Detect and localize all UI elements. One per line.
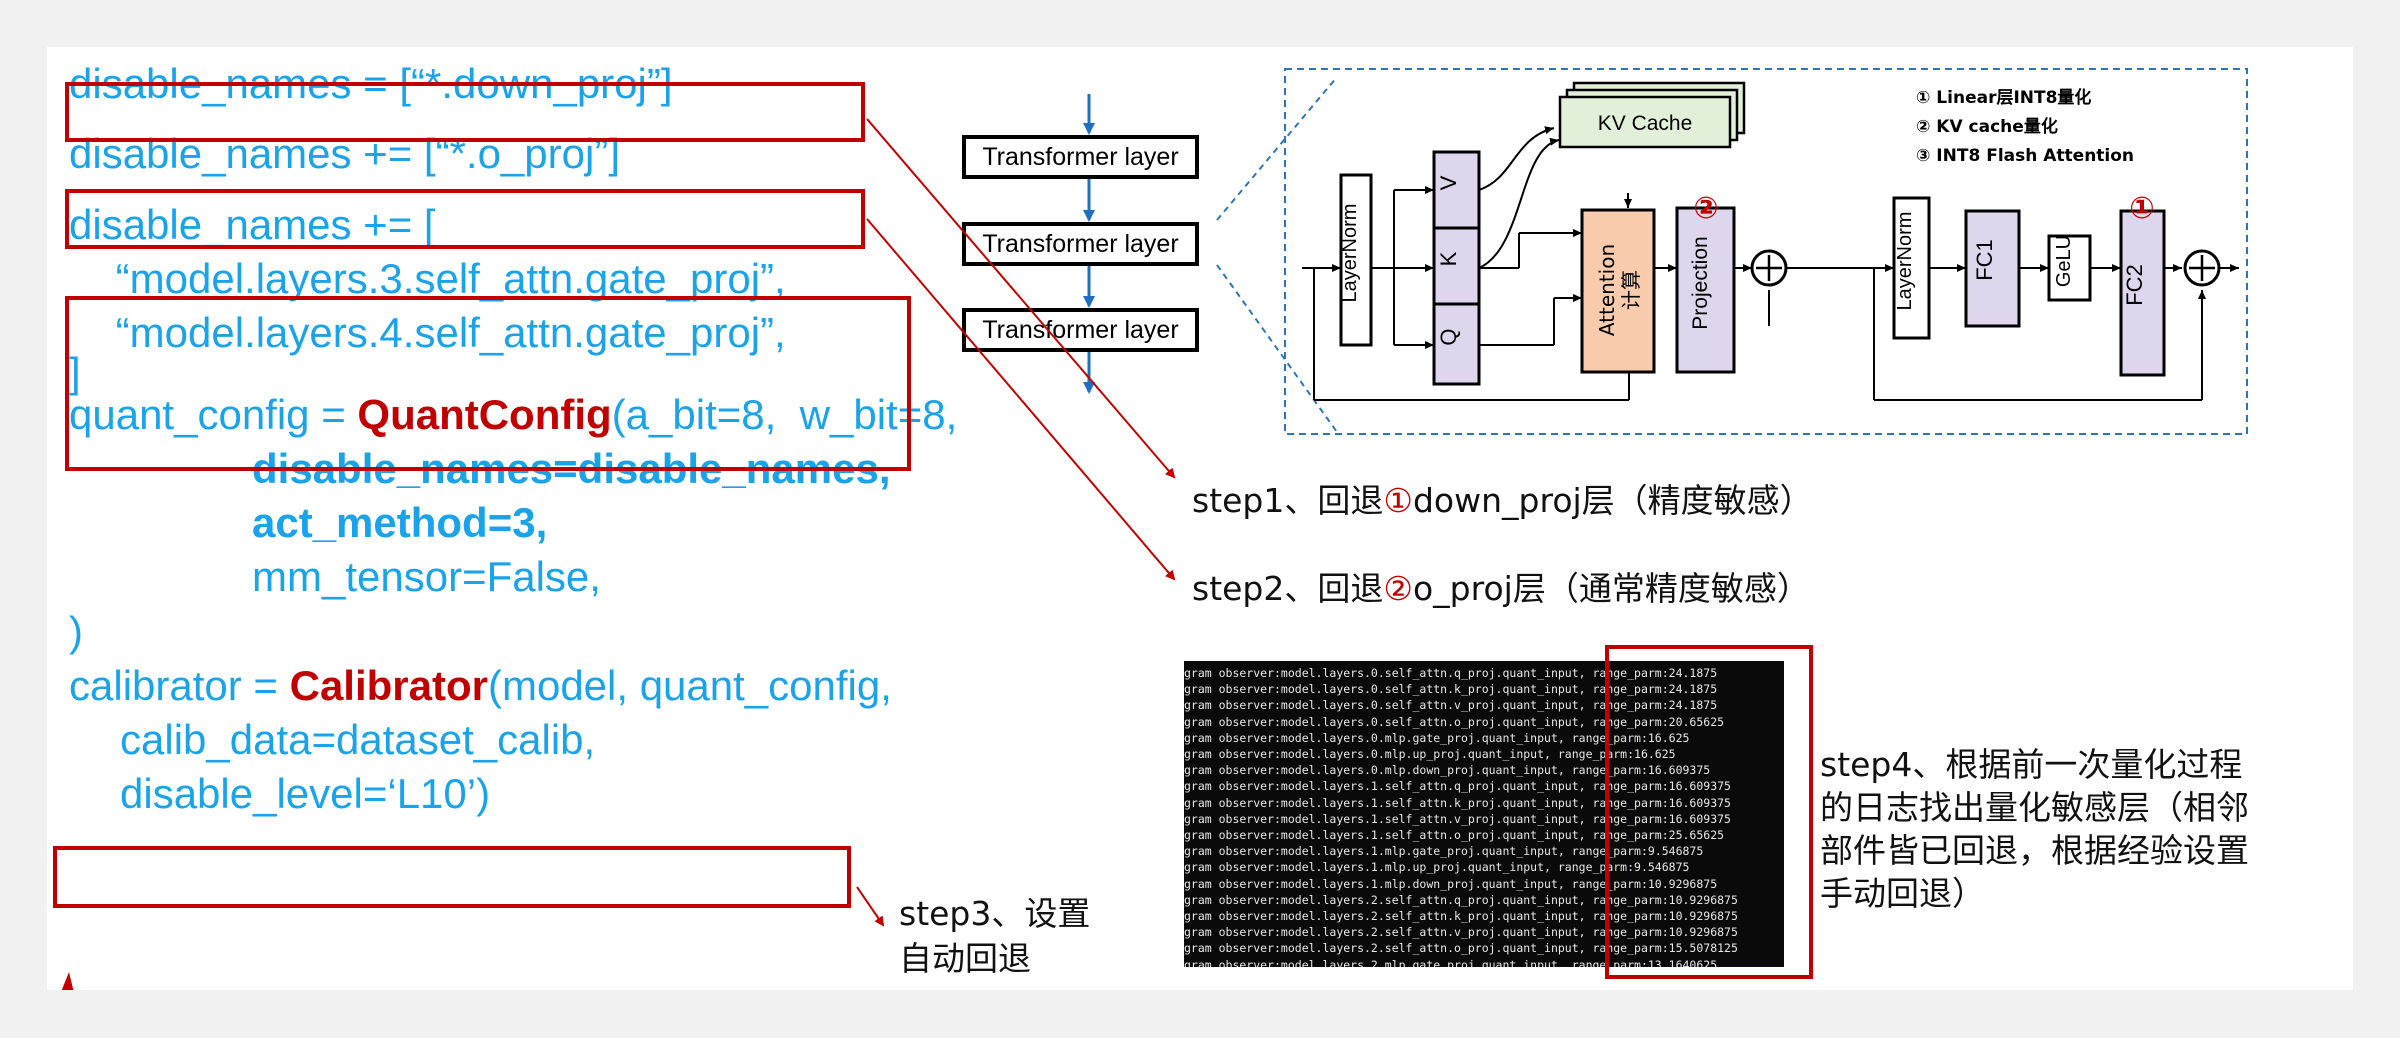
terminal-line: gram observer:model.layers.2.self_attn.v… — [1184, 925, 1738, 940]
step3-label-line2: 自动回退 — [899, 939, 1031, 978]
step1-label: step1、回退①down_proj层（精度敏感） — [1192, 474, 1813, 522]
attention-box — [1580, 208, 1656, 374]
calib-data-arg: calib_data=dataset_calib, — [120, 716, 596, 763]
quant-prefix: quant_config = — [69, 391, 358, 438]
code-line-5: “model.layers.4.self_attn.gate_proj”, — [69, 309, 786, 356]
step3-label-line1: step3、设置 — [899, 894, 1091, 933]
k-box — [1432, 226, 1481, 306]
legend-item-2: ② KV cache量化 — [1916, 116, 2058, 137]
v-label: V — [1436, 175, 1461, 190]
close-paren: ) — [69, 608, 83, 655]
diagram-border — [1284, 68, 2248, 435]
fc2-marker-1: ① — [2129, 191, 2154, 226]
terminal-line: gram observer:model.layers.1.self_attn.v… — [1184, 811, 1731, 826]
corner-mark — [61, 972, 74, 990]
zoom-line-bottom — [1216, 264, 1338, 433]
step1-text-a: step1、回退 — [1192, 481, 1384, 520]
calib-prefix: calibrator = — [69, 662, 290, 709]
mm-tensor-arg: mm_tensor=False, — [252, 553, 601, 600]
step2-circle: ② — [1383, 569, 1413, 608]
kv-cache-box — [1558, 95, 1732, 149]
quant-args: (a_bit=8, w_bit=8, — [611, 391, 958, 438]
terminal-line: gram observer:model.layers.2.self_attn.k… — [1184, 909, 1738, 924]
terminal-log: gram observer:model.layers.0.self_attn.q… — [1184, 661, 1784, 967]
highlight-box-range-parm — [1605, 645, 1813, 979]
highlight-box-calib-data — [53, 846, 851, 908]
terminal-line: gram observer:model.layers.1.self_attn.k… — [1184, 795, 1731, 810]
step2-text-a: step2、回退 — [1192, 569, 1384, 608]
kv-cache-label: KV Cache — [1598, 112, 1693, 135]
arrow-to-step2 — [866, 218, 1176, 581]
code-line-6: ] — [69, 349, 81, 396]
terminal-line: gram observer:model.layers.2.self_attn.q… — [1184, 892, 1738, 907]
attention-label-line2: 计算 — [1619, 270, 1643, 310]
terminal-line: gram observer:model.layers.1.mlp.gate_pr… — [1184, 844, 1704, 859]
slide: disable_names = [“*.down_proj”] disable_… — [47, 47, 2353, 990]
terminal-line: gram observer:model.layers.0.mlp.gate_pr… — [1184, 730, 1690, 745]
terminal-line: gram observer:model.layers.1.self_attn.q… — [1184, 779, 1731, 794]
terminal-line: gram observer:model.layers.0.self_attn.o… — [1184, 714, 1725, 729]
terminal-line: gram observer:model.layers.0.self_attn.q… — [1184, 666, 1718, 680]
highlight-box-o-proj — [65, 189, 865, 249]
terminal-line: gram observer:model.layers.0.self_attn.k… — [1184, 682, 1718, 697]
layernorm-1-box — [1339, 173, 1373, 347]
highlight-box-down-proj — [65, 82, 865, 142]
layernorm-2-label: LayerNorm — [1894, 212, 1916, 311]
transformer-layer-2: Transformer layer — [962, 222, 1199, 266]
gelu-label: GeLU — [2053, 235, 2075, 287]
step1-circle: ① — [1383, 481, 1413, 520]
attention-label-line1: Attention — [1595, 244, 1619, 336]
fc1-box — [1964, 209, 2021, 328]
step4-label-line2: 的日志找出量化敏感层（相邻 — [1820, 788, 2249, 827]
highlight-box-manual-layers — [65, 296, 911, 471]
step4-label-line3: 部件皆已回退，根据经验设置 — [1820, 831, 2249, 870]
transformer-layer-1: Transformer layer — [962, 135, 1199, 179]
terminal-line: gram observer:model.layers.0.self_attn.v… — [1184, 698, 1718, 713]
code-line-3: disable_names += [ — [69, 201, 436, 248]
code-line-4: “model.layers.3.self_attn.gate_proj”, — [69, 255, 786, 302]
terminal-line: gram observer:model.layers.1.self_attn.o… — [1184, 828, 1725, 843]
layernorm-1-label: LayerNorm — [1339, 204, 1361, 303]
legend-item-1: ① Linear层INT8量化 — [1916, 87, 2091, 108]
overlay-lines — [61, 76, 1338, 990]
transformer-layer-3: Transformer layer — [962, 308, 1199, 352]
gelu-box — [2047, 234, 2092, 302]
step2-text-b: o_proj层（通常精度敏感） — [1412, 569, 1810, 608]
step2-label: step2、回退②o_proj层（通常精度敏感） — [1192, 562, 1810, 610]
terminal-line: gram observer:model.layers.0.mlp.up_proj… — [1184, 747, 1676, 762]
quant-config-line: quant_config = QuantConfig(a_bit=8, w_bi… — [69, 388, 957, 442]
step4-label-line1: step4、根据前一次量化过程 — [1820, 745, 2243, 784]
fc1-label: FC1 — [1972, 239, 1997, 281]
k-label: K — [1436, 251, 1461, 266]
v-box — [1432, 150, 1481, 230]
arrow-to-step3 — [856, 886, 885, 927]
terminal-line: gram observer:model.layers.2.self_attn.o… — [1184, 941, 1738, 956]
transformer-block-diagram: LayerNorm V K Q KV Cache Attention计算 Pro… — [1284, 68, 2248, 435]
calibrator-line: calibrator = Calibrator(model, quant_con… — [69, 659, 892, 713]
legend-item-3: ③ INT8 Flash Attention — [1916, 146, 2134, 166]
projection-marker-2: ② — [1693, 191, 1718, 226]
step4-label-line4: 手动回退） — [1820, 874, 1985, 913]
terminal-line: gram observer:model.layers.2.mlp.gate_pr… — [1184, 957, 1718, 967]
zoom-line-top — [1216, 76, 1338, 221]
calib-args: (model, quant_config, — [487, 662, 892, 709]
fc2-label: FC2 — [2122, 264, 2147, 306]
projection-box — [1675, 206, 1736, 374]
q-label: Q — [1436, 328, 1461, 345]
quant-config-class: QuantConfig — [357, 391, 612, 438]
projection-label: Projection — [1689, 236, 1712, 329]
fc2-box — [2119, 209, 2166, 377]
step1-text-b: down_proj层（精度敏感） — [1412, 481, 1813, 520]
calibrator-class: Calibrator — [289, 662, 488, 709]
terminal-line: gram observer:model.layers.1.mlp.up_proj… — [1184, 860, 1690, 875]
attention-label: Attention计算 — [1595, 244, 1643, 336]
layernorm-2-box — [1892, 196, 1931, 340]
act-method-arg: act_method=3, — [252, 499, 548, 546]
q-box — [1432, 302, 1481, 386]
code-line-2: disable_names += [“*.o_proj”] — [69, 130, 620, 177]
disable-level-arg: disable_level=‘L10’) — [120, 770, 491, 817]
arrow-to-step1 — [866, 118, 1176, 479]
